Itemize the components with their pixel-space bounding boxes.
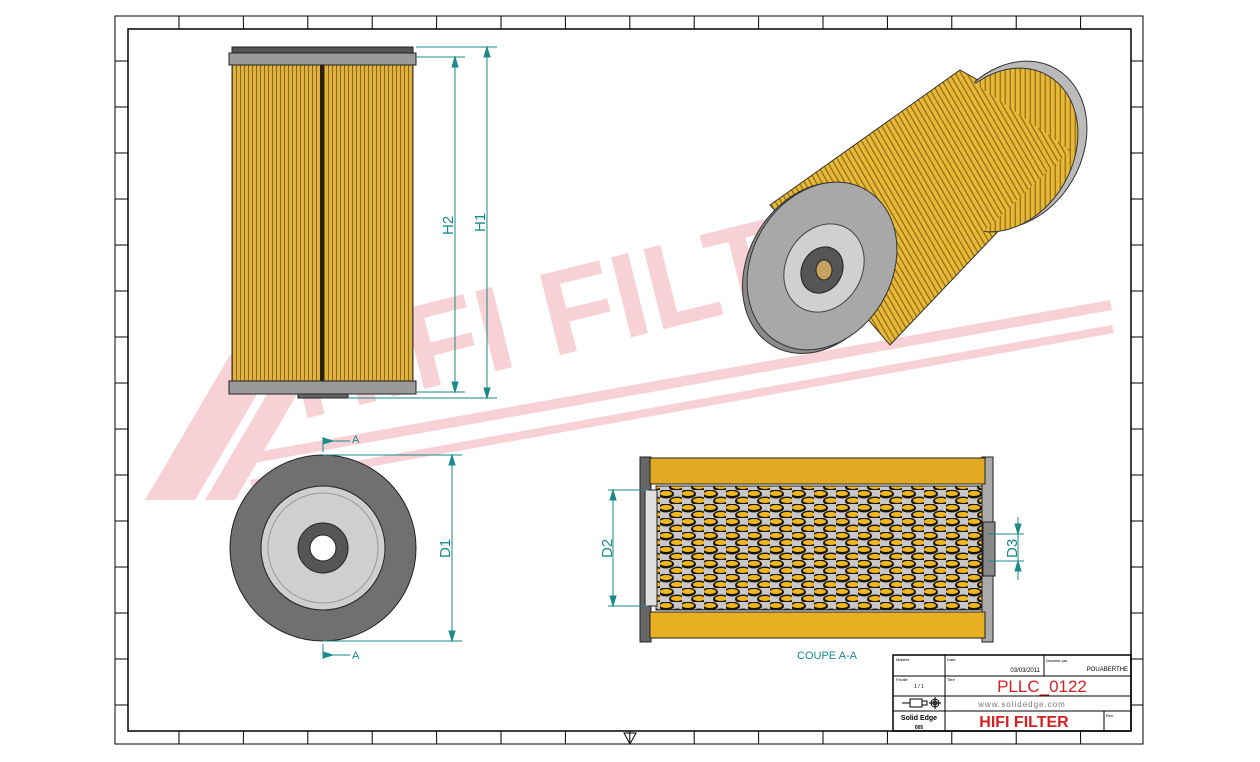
sheet-value: 1 / 1 [914, 684, 924, 690]
isometric-view [742, 60, 1088, 354]
section-line-a [322, 437, 350, 659]
border-zone-ticks [115, 16, 1143, 744]
section-marker-top: A [352, 434, 360, 446]
dim-d1-label: D1 [437, 539, 454, 558]
dim-d2 [608, 488, 648, 608]
matiere-label: Matière [896, 657, 910, 662]
projection-symbol-icon [902, 698, 928, 708]
drawing-number: PLLC_0122 [997, 677, 1087, 696]
dim-d2-label: D2 [599, 539, 616, 558]
section-caption: COUPE A-A [797, 650, 858, 662]
sheet-label: Feuille [896, 677, 909, 682]
drawn-by-label: Dessiné par [1046, 658, 1068, 663]
company-name: HIFI FILTER [979, 714, 1069, 731]
title-block [892, 654, 1132, 732]
section-view [639, 456, 996, 643]
outer-frame [114, 15, 1144, 745]
dim-d3-label: D3 [1004, 539, 1021, 558]
software-name: Solid Edge [901, 715, 937, 722]
dim-h1-label: H1 [472, 213, 489, 232]
front-view [228, 46, 417, 399]
dim-h2-label: H2 [440, 216, 457, 235]
section-marker-bottom: A [352, 650, 360, 662]
date-value: 03/03/2011 [1010, 668, 1040, 674]
website-text: www.solidedge.com [977, 700, 1066, 709]
drawn-by-value: POUABERTHE [1087, 667, 1128, 673]
dim-d1 [323, 453, 462, 643]
center-mark-icon [623, 732, 637, 746]
title-label: Titre [947, 677, 956, 682]
software-sub: 005 [915, 725, 924, 731]
date-label: Date [947, 657, 956, 662]
dim-d3 [988, 517, 1024, 580]
end-view [229, 454, 417, 642]
rev-label: Rev. [1106, 713, 1114, 718]
height-dimensions [348, 45, 497, 400]
